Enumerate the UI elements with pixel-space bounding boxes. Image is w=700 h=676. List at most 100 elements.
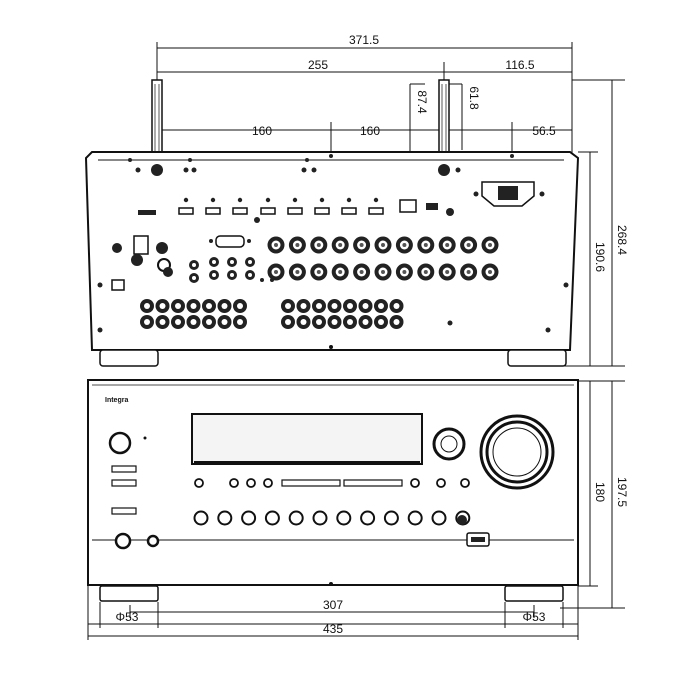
hdmi-screw — [210, 197, 216, 203]
dim-front-height: 180 — [593, 482, 607, 502]
speaker-terminal-center — [144, 319, 150, 325]
input-select-button[interactable] — [264, 510, 280, 526]
input-select-button[interactable] — [241, 510, 257, 526]
hdmi-screw — [183, 197, 189, 203]
lan-port — [399, 199, 417, 213]
rca-jack-pin — [274, 270, 278, 274]
speaker-terminals-right — [281, 299, 404, 329]
rca-grid — [267, 236, 499, 281]
rca-jack-pin — [402, 243, 407, 247]
hdmi-port — [314, 207, 330, 215]
speaker-terminal-center — [175, 319, 181, 325]
input-select-button[interactable] — [383, 510, 399, 526]
speaker-terminal-center — [362, 319, 369, 325]
speaker-terminal-center — [175, 303, 181, 309]
input-select-button[interactable] — [217, 510, 233, 526]
rca-jack-pin — [445, 243, 450, 247]
speaker-terminal-center — [316, 303, 322, 309]
front-panel: Integra — [87, 379, 579, 602]
dim-antenna-height-1: 87.4 — [415, 90, 429, 114]
hdmi-port — [368, 207, 384, 215]
indicator-dot — [457, 515, 467, 525]
dim-antenna-offset-left: 255 — [308, 58, 328, 72]
input-select-button[interactable] — [288, 510, 304, 526]
small-jack-center — [248, 273, 252, 277]
dim-antenna-offset-right: 116.5 — [505, 58, 534, 72]
setup-mic-jack[interactable] — [146, 534, 160, 548]
hdmi-screw — [373, 197, 379, 203]
rca-jack-pin — [466, 270, 471, 274]
dim-rear-spacing-1: 160 — [252, 124, 272, 138]
input-select-button[interactable] — [431, 510, 447, 526]
front-small-button[interactable] — [229, 478, 239, 488]
front-small-button[interactable] — [246, 478, 256, 488]
rca-jack-pin — [488, 270, 492, 274]
small-jack-center — [192, 276, 196, 280]
input-select-button[interactable] — [407, 510, 423, 526]
speaker-terminal-center — [221, 319, 228, 325]
hdmi-port — [341, 207, 357, 215]
rca-jack-pin — [295, 270, 300, 274]
speaker-terminal-center — [393, 303, 400, 309]
usb-port — [426, 203, 438, 210]
speaker-terminal-center — [190, 303, 197, 309]
front-bar-button-2[interactable] — [343, 479, 403, 487]
front-button-2[interactable] — [111, 479, 137, 487]
speaker-terminal-center — [378, 303, 384, 309]
speaker-terminal-center — [237, 303, 243, 309]
rca-jack-pin — [381, 270, 385, 274]
rca-jack-pin — [338, 243, 343, 247]
hdmi-screw — [254, 217, 260, 223]
hdmi-port — [178, 207, 194, 215]
antenna-right — [438, 79, 450, 161]
front-button-1[interactable] — [111, 465, 137, 473]
dim-total-depth-height: 268.4 — [615, 225, 629, 255]
rca-jack-pin — [295, 243, 300, 247]
hdmi-screw — [319, 197, 325, 203]
right-dimensions — [560, 79, 625, 609]
small-jack-center — [212, 273, 216, 277]
front-small-button[interactable] — [436, 478, 446, 488]
brand-logo: Integra — [105, 397, 128, 404]
headphone-jack[interactable] — [114, 532, 132, 550]
dim-rear-spacing-2: 160 — [360, 124, 380, 138]
rca-jack-pin — [402, 270, 407, 274]
front-small-button[interactable] — [460, 478, 470, 488]
rca-jack-pin — [338, 270, 343, 274]
speaker-terminal-center — [300, 303, 307, 309]
speaker-terminal-center — [206, 303, 212, 309]
front-small-button[interactable] — [194, 478, 204, 488]
speaker-terminal-center — [378, 319, 384, 325]
hdmi-row — [178, 197, 384, 223]
dim-rear-height: 190.6 — [593, 242, 607, 272]
input-select-button[interactable] — [312, 510, 328, 526]
front-button-3[interactable] — [111, 507, 137, 515]
front-foot-right — [504, 585, 564, 602]
rca-jack-pin — [445, 270, 450, 274]
rca-jack-pin — [359, 243, 364, 247]
input-select-button[interactable] — [360, 510, 376, 526]
dim-foot-diameter-right: Φ53 — [523, 610, 546, 624]
antenna-left — [151, 79, 163, 161]
dim-foot-diameter-left: Φ53 — [116, 610, 139, 624]
speaker-terminal-center — [206, 319, 212, 325]
speaker-terminal-center — [159, 319, 166, 325]
front-small-button[interactable] — [263, 478, 273, 488]
front-small-button[interactable] — [410, 478, 420, 488]
speaker-terminal-center — [237, 319, 243, 325]
rca-jack-pin — [466, 243, 471, 247]
input-select-button[interactable] — [193, 510, 209, 526]
input-selector-buttons — [193, 510, 471, 526]
small-jack-center — [230, 260, 234, 264]
hdmi-screw — [237, 197, 243, 203]
speaker-terminal-center — [316, 319, 322, 325]
rear-panel — [84, 79, 580, 367]
small-jack-center — [212, 260, 216, 264]
small-jack-center — [230, 273, 234, 277]
speaker-terminal-center — [159, 303, 166, 309]
front-bar-button-1[interactable] — [281, 479, 341, 487]
power-button[interactable] — [108, 431, 132, 455]
input-select-button[interactable] — [336, 510, 352, 526]
